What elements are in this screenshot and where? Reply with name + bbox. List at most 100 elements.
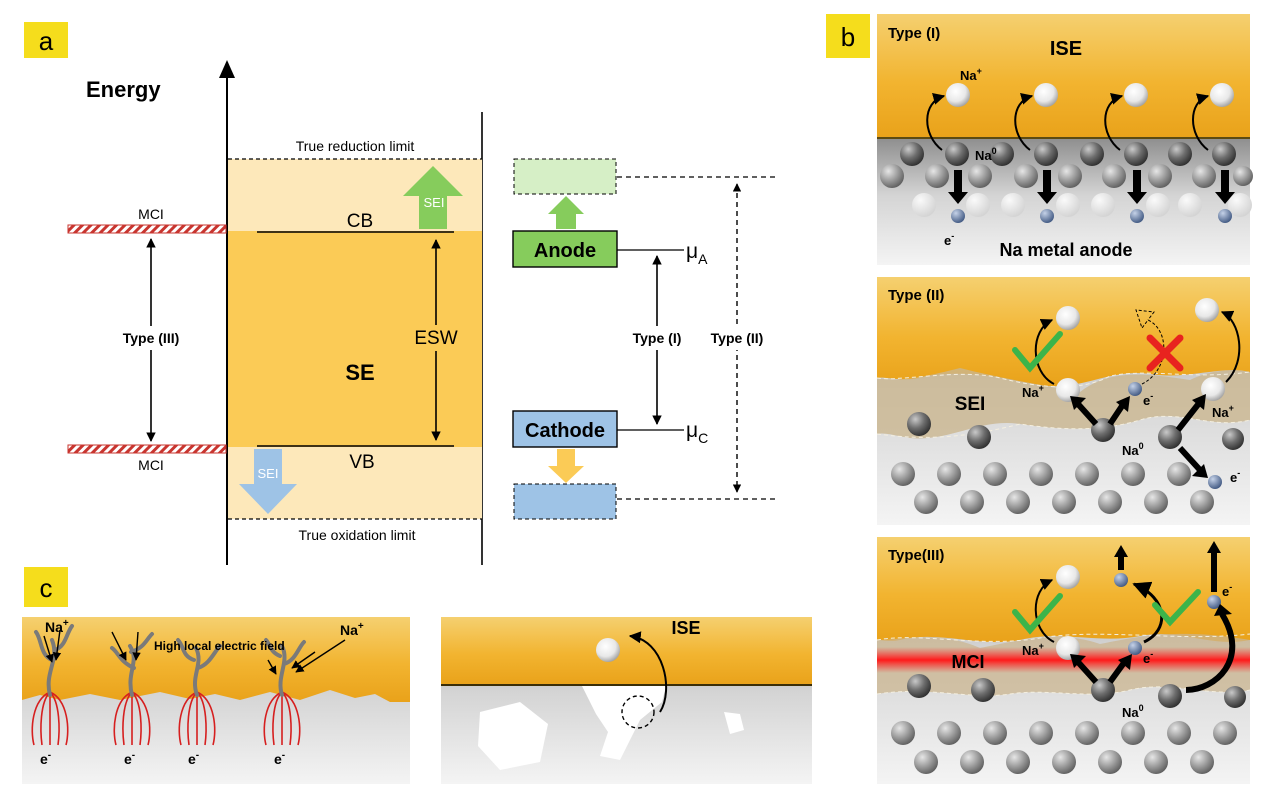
electron-label: e- <box>188 750 199 767</box>
type1-metal-atoms <box>880 142 1253 188</box>
type3-metal-atoms <box>891 674 1246 774</box>
panel-a-tag: a <box>39 26 54 56</box>
mci-upper-band <box>67 224 227 234</box>
na-ion <box>1056 306 1080 330</box>
type2-ion-arrow <box>1034 319 1055 385</box>
panel-c-tag: c <box>40 573 53 603</box>
sei-down-arrow <box>239 449 297 514</box>
type3-ise-layer <box>877 537 1250 643</box>
type1-title: Type (I) <box>888 25 940 42</box>
check-icon <box>1152 589 1201 627</box>
na-plus-label: Na+ <box>45 618 69 635</box>
cathode-limit-box <box>513 483 617 520</box>
electron <box>1040 209 1054 223</box>
anode-box <box>512 230 618 268</box>
na-plus-label: Na+ <box>960 66 982 83</box>
energy-axis-label: Energy <box>86 77 161 102</box>
na-atom-faint <box>1056 193 1080 217</box>
panel-c-right: ISE <box>441 617 812 784</box>
check-icon <box>1012 331 1063 373</box>
sei-down-label: SEI <box>258 466 279 481</box>
ion-arrows <box>43 629 346 675</box>
na-atom <box>1102 164 1126 188</box>
type1-electrons <box>951 209 1232 223</box>
type1-faint-atoms <box>912 193 1252 217</box>
mci-lower-band <box>67 444 227 454</box>
na-atom <box>1080 142 1104 166</box>
na-ion <box>1056 565 1080 589</box>
na-atom <box>880 164 904 188</box>
na-plus-label: Na+ <box>1212 403 1234 420</box>
na0-label: Na0 <box>1122 441 1144 458</box>
mci-label: MCI <box>952 652 985 672</box>
na-atom-faint <box>966 193 990 217</box>
na-atom-faint <box>1091 193 1115 217</box>
electron-label: e- <box>1143 649 1153 666</box>
electron-label: e- <box>1222 582 1232 599</box>
anode-up-arrow <box>548 196 584 229</box>
na-atom <box>925 164 949 188</box>
panel-b-type1: Type (I) ISE Na metal anode <box>877 14 1253 265</box>
ise-layer <box>441 617 812 685</box>
panel-b-tag-box <box>826 14 870 58</box>
na-atom-faint <box>1146 193 1170 217</box>
se-label: SE <box>345 360 374 385</box>
anode-limit-box <box>513 158 617 195</box>
panel-b-type2: Type (II) SEI <box>876 277 1251 525</box>
electron-label: e- <box>274 750 285 767</box>
electron <box>1128 382 1142 396</box>
field-label: High local electric field <box>154 639 285 653</box>
electron-label: e- <box>124 750 135 767</box>
electron-label: e- <box>40 750 51 767</box>
electron-label: e- <box>1230 468 1240 485</box>
type1-ise-layer <box>877 14 1250 138</box>
na0-label: Na0 <box>1122 703 1144 720</box>
cathode-box <box>512 410 618 448</box>
panel-c-left: Na+ Na+ High local electric field e- e- … <box>22 617 410 784</box>
type1-label: Type (I) <box>633 330 682 346</box>
na-atom-faint <box>912 193 936 217</box>
na-ion <box>1056 636 1080 660</box>
na0-atom <box>1212 142 1236 166</box>
vb-label: VB <box>349 452 374 473</box>
electron <box>1218 209 1232 223</box>
type2-ion-arrow-right <box>1220 310 1241 383</box>
type1-ise-label: ISE <box>1050 38 1082 60</box>
energy-axis-arrowhead <box>219 60 235 78</box>
na-ion <box>1034 83 1058 107</box>
ise-layer <box>22 617 410 702</box>
true-reduction-label: True reduction limit <box>296 138 415 154</box>
na-ion <box>1056 378 1080 402</box>
type2-label: Type (II) <box>711 330 764 346</box>
na-atom <box>1192 164 1216 188</box>
mu-a-label: μA <box>686 240 708 267</box>
na-ion <box>946 83 970 107</box>
na-ion <box>1124 83 1148 107</box>
void-large <box>582 686 666 760</box>
true-oxidation-label: True oxidation limit <box>299 527 416 543</box>
type3-title: Type(III) <box>888 547 944 564</box>
na-atom <box>1014 164 1038 188</box>
na-atom-faint <box>1228 193 1252 217</box>
type1-na-ions <box>946 83 1234 107</box>
na0-atom <box>1124 142 1148 166</box>
na0-label: Na0 <box>975 146 997 163</box>
esw-label: ESW <box>414 328 457 349</box>
na-ion <box>596 638 620 662</box>
na-atom <box>968 164 992 188</box>
blocked-electron-path <box>1135 309 1165 385</box>
type1-electron-arrows <box>948 170 1235 204</box>
type2-metal-atoms <box>891 412 1244 514</box>
mci-upper-label: MCI <box>138 206 164 222</box>
sei-up-arrow <box>403 166 463 229</box>
panel-c: c <box>22 567 812 784</box>
na0-atom <box>945 142 969 166</box>
panel-b: b Type (I) ISE Na metal anode <box>826 14 1253 784</box>
cross-icon <box>1146 334 1184 372</box>
ise-label: ISE <box>671 618 700 638</box>
check-icon <box>1012 593 1063 635</box>
cathode-label: Cathode <box>525 420 605 442</box>
electron <box>1207 595 1221 609</box>
type1-ion-arrows <box>926 93 1210 151</box>
electron <box>1208 475 1222 489</box>
